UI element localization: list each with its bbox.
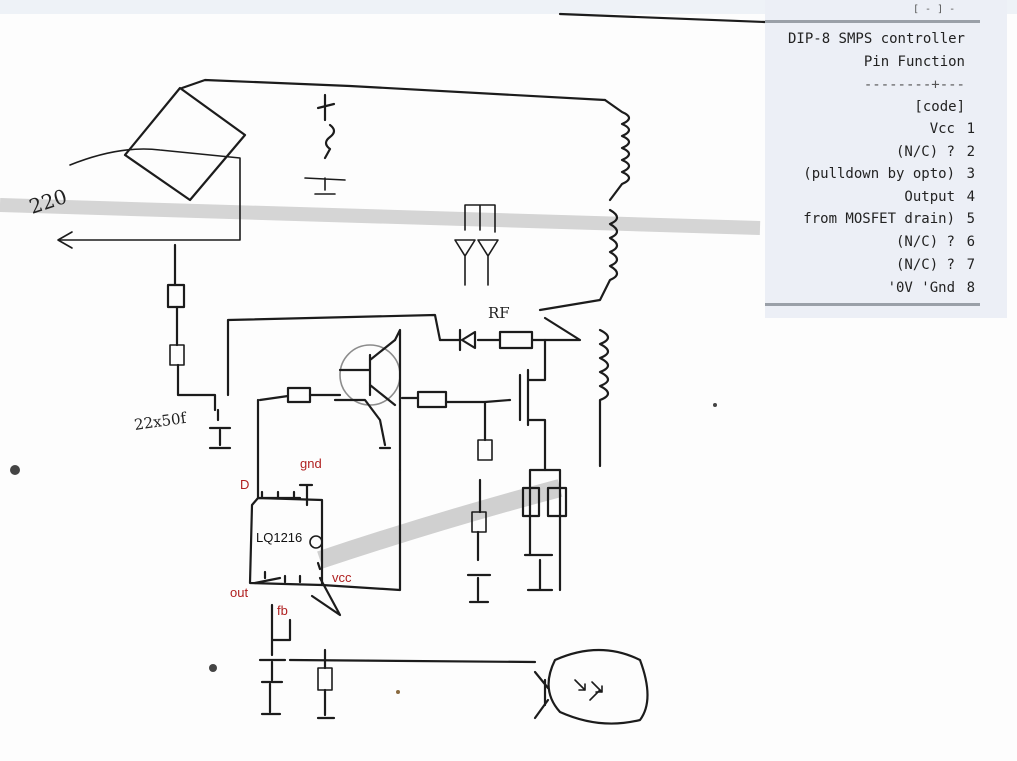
pin-function: Output	[904, 189, 955, 205]
pin-function-table: [ - ] - DIP-8 SMPS controller Pin Functi…	[765, 0, 1007, 318]
pin-number: 5	[966, 211, 975, 227]
pin-function: (N/C) ?	[895, 144, 955, 160]
bridge-rectifier	[57, 78, 607, 249]
table-top-rule	[765, 20, 980, 23]
transformer-secondary	[598, 328, 610, 468]
pin-number: 4	[966, 189, 975, 205]
table-separator: --------+---	[863, 77, 965, 93]
table-bottom-rule	[765, 303, 980, 306]
pin-fb-label: fb	[277, 603, 288, 618]
controller-ic	[248, 398, 402, 617]
pin-out-label: out	[230, 585, 248, 600]
pin-d-label: D	[240, 477, 249, 492]
pin-number: 3	[966, 166, 975, 182]
base-resistor	[258, 386, 342, 404]
smudge-top	[0, 198, 761, 235]
table-header: Pin Function	[863, 54, 965, 70]
lower-capacitors	[258, 603, 537, 720]
capacitor-value-label: 22x50f	[133, 409, 189, 434]
pin-function: (N/C) ?	[895, 234, 955, 250]
bulk-capacitor	[208, 408, 232, 450]
stray-dot	[396, 690, 400, 694]
code-tag: [code]	[914, 99, 965, 115]
top-corner-mark: [ - ] -	[913, 4, 956, 15]
pin-number: 2	[966, 144, 975, 160]
stray-dot	[10, 465, 20, 475]
pin-number: 6	[966, 234, 975, 250]
input-capacitor	[304, 93, 346, 195]
fuse-resistor	[166, 243, 217, 412]
mosfet-gate	[400, 338, 547, 472]
pin-number: 1	[966, 121, 975, 137]
table-title: DIP-8 SMPS controller	[787, 31, 965, 47]
ic-name-label: LQ1216	[256, 530, 302, 545]
pin-function: (N/C) ?	[895, 257, 955, 273]
rf-label: RF	[488, 304, 510, 322]
pin-function: from MOSFET drain)	[803, 211, 955, 227]
pin-function: (pulldown by opto)	[803, 166, 955, 182]
source-network	[521, 468, 568, 592]
pin-number: 7	[966, 257, 975, 273]
transformer-primary	[538, 98, 631, 312]
stray-dot	[713, 403, 717, 407]
stray-dot	[209, 664, 217, 672]
pin-number: 8	[966, 280, 975, 296]
pin-gnd-label: gnd	[300, 456, 322, 471]
pin-function: Vcc	[929, 121, 955, 137]
snubber-diodes	[454, 204, 499, 286]
pin-vcc-label: vcc	[332, 570, 352, 585]
top-edge-line	[558, 12, 767, 24]
feedback-capacitor	[466, 478, 492, 604]
rf-network	[438, 316, 582, 352]
pin-function: '0V 'Gnd	[887, 280, 955, 296]
optocoupler	[533, 648, 649, 725]
high-voltage-bus	[226, 313, 442, 397]
transistor-pair	[333, 328, 402, 472]
